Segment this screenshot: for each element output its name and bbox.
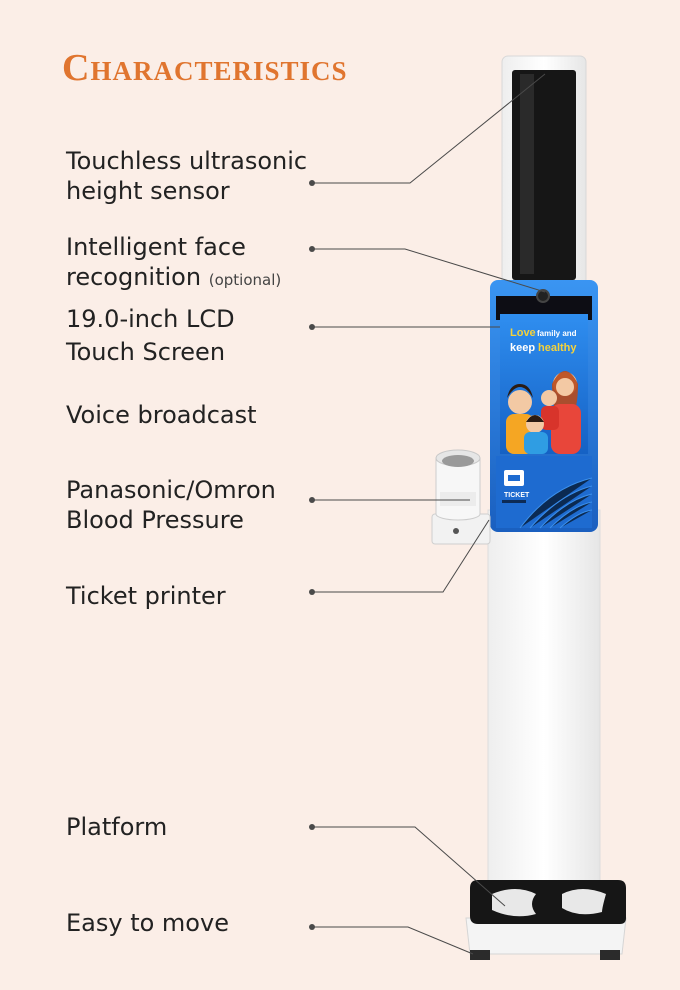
feature-ticket-printer: Ticket printer bbox=[66, 581, 226, 611]
family-illustration-icon bbox=[506, 371, 581, 454]
ticket-label: TICKET bbox=[504, 492, 530, 499]
right-foot-icon bbox=[562, 889, 606, 915]
feature-line: 19.0-inch LCD bbox=[66, 305, 235, 333]
wheel-icon bbox=[600, 950, 620, 960]
blood-pressure-cuff bbox=[431, 449, 491, 545]
feature-note: (optional) bbox=[208, 271, 282, 289]
feature-line: Touchless ultrasonic bbox=[66, 147, 308, 175]
feature-line: Ticket printer bbox=[66, 582, 226, 610]
callout-lines bbox=[312, 73, 546, 955]
feature-blood-pressure: Panasonic/Omron Blood Pressure bbox=[66, 475, 276, 535]
feature-height-sensor: Touchless ultrasonic height sensor bbox=[66, 146, 307, 206]
left-foot-icon bbox=[492, 889, 536, 917]
platform-scale bbox=[465, 880, 627, 960]
height-sensor-column bbox=[501, 55, 587, 287]
feature-lcd-screen: 19.0-inch LCD Touch Screen bbox=[66, 304, 235, 367]
screen-keep-text: keep bbox=[510, 342, 535, 354]
main-column bbox=[487, 509, 601, 911]
feature-line: height sensor bbox=[66, 177, 230, 205]
wheel-icon bbox=[470, 950, 490, 960]
wave-pattern bbox=[519, 477, 593, 529]
feature-line: Platform bbox=[66, 813, 168, 841]
feature-line: Intelligent face bbox=[66, 233, 246, 261]
camera-icon bbox=[536, 289, 550, 303]
ticket-slot bbox=[502, 500, 526, 503]
feature-platform: Platform bbox=[66, 812, 167, 842]
feature-line: Panasonic/Omron bbox=[66, 476, 276, 504]
feature-line: Easy to move bbox=[66, 909, 229, 937]
feature-face-recognition: Intelligent face recognition (optional) bbox=[66, 232, 281, 295]
page-title: Characteristics bbox=[62, 47, 348, 89]
screen-healthy-text: healthy bbox=[538, 342, 577, 354]
feature-voice-broadcast: Voice broadcast bbox=[66, 400, 257, 430]
screen-love-text: Love bbox=[510, 327, 536, 339]
feature-line: Blood Pressure bbox=[66, 506, 244, 534]
feature-easy-to-move: Easy to move bbox=[66, 908, 229, 938]
lcd-panel: Love family and keep healthy TICKET bbox=[490, 280, 598, 532]
feature-line: Voice broadcast bbox=[66, 401, 257, 429]
feature-line: Touch Screen bbox=[66, 338, 226, 366]
screen-family-text: family and bbox=[537, 329, 577, 338]
feature-line: recognition bbox=[66, 263, 202, 291]
callout-dots bbox=[309, 180, 315, 930]
